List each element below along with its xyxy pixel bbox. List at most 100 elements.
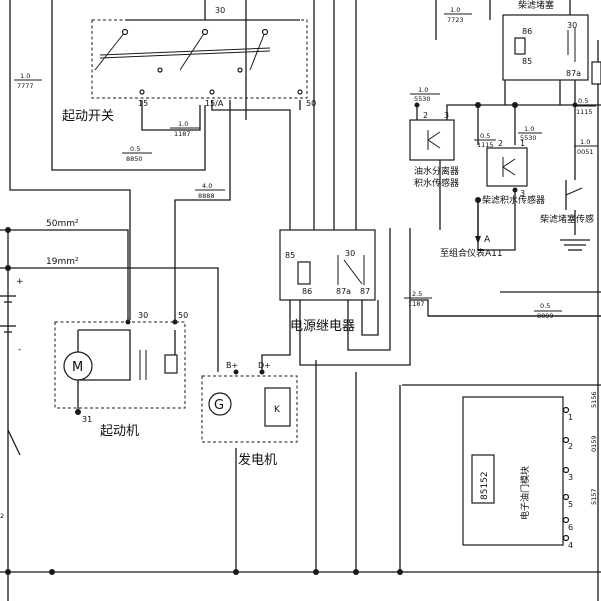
svg-text:5530: 5530 bbox=[414, 95, 431, 103]
wire-label-5530-a: 1.0 5530 bbox=[410, 86, 440, 103]
wire-label-1187-b: 2.5 1187 bbox=[404, 290, 432, 308]
ecu-wire-code-1: 5156 bbox=[590, 391, 598, 408]
wire-label-7723: 1.0 7723 bbox=[444, 6, 472, 24]
svg-text:1115: 1115 bbox=[477, 141, 494, 149]
start-switch-label: 起动开关 bbox=[62, 109, 114, 124]
generator-pin-bplus-label: B+ bbox=[226, 361, 238, 370]
oil-sensor-pin-2-label: 2 bbox=[423, 111, 428, 120]
wire-label-8850: 0.5 8850 bbox=[122, 145, 152, 163]
wire-label-1187-a: 1.0 1187 bbox=[170, 120, 200, 138]
block-relay-pin-86-label: 86 bbox=[522, 27, 532, 36]
svg-text:1115: 1115 bbox=[576, 108, 593, 116]
svg-text:1.0: 1.0 bbox=[524, 125, 534, 133]
switch-pin-15a-label: 15/A bbox=[205, 99, 224, 108]
wire-label-1115-b: 0.5 1115 bbox=[574, 97, 596, 116]
relay-pin-86-label: 86 bbox=[302, 287, 312, 296]
battery-plus: + bbox=[16, 277, 24, 287]
cluster-arrow-letter: A bbox=[484, 235, 491, 245]
cluster-link-label: 至组合仪表A11 bbox=[440, 247, 503, 259]
motor-symbol: M bbox=[72, 360, 83, 375]
svg-text:0.5: 0.5 bbox=[540, 302, 550, 310]
switch-pin-30-label: 30 bbox=[215, 6, 225, 15]
wire-label-5530-b: 1.0 5530 bbox=[518, 125, 542, 142]
ecu-label: 电子油门模块 bbox=[519, 466, 531, 520]
switch-pin-50-label: 50 bbox=[306, 99, 316, 108]
svg-text:1.0: 1.0 bbox=[450, 6, 460, 14]
oil-water-sensor: 2 3 油水分离器 积水传感器 bbox=[409, 102, 459, 189]
svg-text:0.5: 0.5 bbox=[130, 145, 140, 153]
battery-minus: - bbox=[18, 345, 21, 355]
wire-label-0051: 1.0 0051 bbox=[574, 138, 598, 156]
svg-text:8899: 8899 bbox=[537, 312, 554, 320]
ecu-pin-5: 5 bbox=[568, 500, 573, 509]
wire-labels: 1.0 7777 1.0 7723 1.0 1187 0.5 8850 4.0 … bbox=[14, 6, 598, 320]
diesel-water-sensor: 2 3 1 柴滤积水传感器 bbox=[475, 102, 545, 206]
diesel-sensor-pin-2-label: 2 bbox=[498, 139, 503, 148]
generator-pin-dplus-label: D+ bbox=[258, 361, 271, 370]
svg-text:7777: 7777 bbox=[17, 82, 34, 90]
power-relay: 85 86 30 87a 87 电源继电器 bbox=[279, 229, 376, 334]
ecu-module: 85152 电子油门模块 1 2 3 5 6 4 5156 0159 5157 bbox=[462, 391, 598, 550]
relay-pin-30-label: 30 bbox=[345, 249, 355, 258]
cluster-link: A 至组合仪表A11 bbox=[440, 235, 503, 259]
relay-pin-87a-label: 87a bbox=[336, 287, 351, 296]
block-sensor-label: 柴滤堵塞传感 bbox=[540, 213, 594, 225]
ecu-pin-4: 4 bbox=[568, 541, 573, 550]
svg-text:1.0: 1.0 bbox=[580, 138, 590, 146]
switch-pin-15-label: 15 bbox=[138, 99, 148, 108]
svg-text:0051: 0051 bbox=[577, 148, 594, 156]
wire-label-8899: 0.5 8899 bbox=[534, 302, 562, 320]
oil-sensor-label-1: 油水分离器 bbox=[414, 165, 459, 177]
svg-text:5530: 5530 bbox=[520, 134, 537, 142]
svg-text:8888: 8888 bbox=[198, 192, 215, 200]
relay-pin-87-label: 87 bbox=[360, 287, 370, 296]
svg-text:8850: 8850 bbox=[126, 155, 143, 163]
starter-pin-50-label: 50 bbox=[178, 311, 188, 320]
bus-junctions bbox=[5, 569, 403, 575]
power-relay-label: 电源继电器 bbox=[290, 319, 355, 334]
oil-sensor-pin-3-label: 3 bbox=[444, 111, 449, 120]
ecu-wire-code-2: 0159 bbox=[590, 435, 598, 452]
svg-text:0.5: 0.5 bbox=[578, 97, 588, 105]
svg-text:4.0: 4.0 bbox=[202, 182, 212, 190]
diesel-sensor-pin-1-label: 1 bbox=[520, 139, 525, 148]
generator: G K B+ D+ 发电机 bbox=[201, 361, 298, 468]
starter-pin-31-label: 31 bbox=[82, 415, 92, 424]
relay-pin-85-label: 85 bbox=[285, 251, 295, 260]
block-relay-pin-87a-label: 87a bbox=[566, 69, 581, 78]
svg-text:2.5: 2.5 bbox=[412, 290, 422, 298]
svg-text:1.0: 1.0 bbox=[20, 72, 30, 80]
wire-label-50mm: 50mm² bbox=[46, 219, 79, 229]
diesel-sensor-pin-3-label: 3 bbox=[520, 189, 525, 198]
svg-text:1187: 1187 bbox=[174, 130, 191, 138]
svg-text:1187: 1187 bbox=[408, 300, 425, 308]
svg-text:1.0: 1.0 bbox=[178, 120, 188, 128]
oil-sensor-label-2: 积水传感器 bbox=[414, 177, 459, 189]
edge-fragment: 2 bbox=[0, 512, 4, 520]
wire-label-19mm: 19mm² bbox=[46, 257, 79, 267]
wire-label-1115-a: 0.5 1115 bbox=[474, 132, 496, 149]
ecu-code: 85152 bbox=[480, 471, 490, 500]
block-relay-label: 柴滤堵塞 bbox=[518, 0, 554, 11]
starter-motor: M 30 50 31 起动机 bbox=[54, 311, 188, 439]
block-relay-pin-30-label: 30 bbox=[567, 21, 577, 30]
generator-symbol: G bbox=[214, 398, 224, 413]
ecu-wire-code-3: 5157 bbox=[590, 488, 598, 505]
svg-text:1.0: 1.0 bbox=[418, 86, 428, 94]
starter-label: 起动机 bbox=[100, 424, 139, 439]
svg-text:7723: 7723 bbox=[447, 16, 464, 24]
ecu-pin-3: 3 bbox=[568, 473, 573, 482]
wire-label-7777: 1.0 7777 bbox=[14, 72, 42, 90]
svg-text:0.5: 0.5 bbox=[480, 132, 490, 140]
svg-text:K: K bbox=[274, 405, 281, 415]
diesel-sensor-label: 柴滤积水传感器 bbox=[482, 194, 545, 206]
generator-label: 发电机 bbox=[238, 452, 277, 468]
battery: + - 2 bbox=[0, 227, 24, 520]
starter-pin-30-label: 30 bbox=[138, 311, 148, 320]
ecu-pin-6: 6 bbox=[568, 523, 573, 532]
ecu-pin-1: 1 bbox=[568, 413, 573, 422]
diesel-block-relay: 86 85 30 87a 柴滤堵塞 柴滤堵塞传感 bbox=[502, 0, 601, 225]
start-switch: 30 15 15/A 50 起动开关 bbox=[62, 0, 316, 124]
wire-label-8888: 4.0 8888 bbox=[195, 182, 225, 200]
